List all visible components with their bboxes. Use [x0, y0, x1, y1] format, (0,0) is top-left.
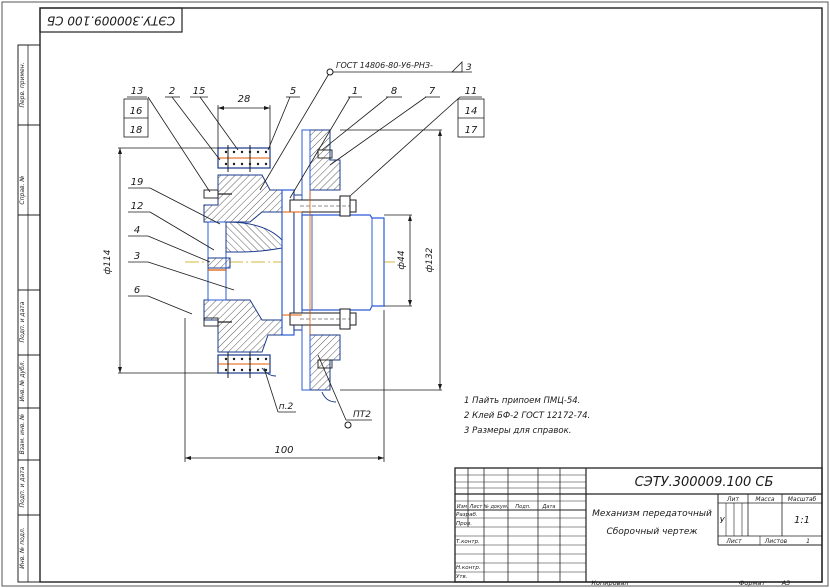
callout-15: 15	[193, 86, 206, 97]
title-name-line2: Сборочный чертеж	[606, 527, 698, 537]
dim-114: ф114	[103, 249, 113, 274]
title-row-razrab: Разраб.	[456, 512, 478, 518]
pt2-leader-dot	[344, 421, 352, 429]
gost-note: ГОСТ 14806-80-У6-РНЗ-	[336, 61, 433, 70]
side-label-perv: Перв. примен.	[19, 62, 26, 107]
callout-3: 3	[134, 251, 140, 262]
note-3: 3 Размеры для справок.	[464, 426, 571, 436]
callout-14: 14	[465, 106, 478, 117]
side-strip: Перв. примен. Справ. № Подп. и дата Инв.…	[17, 44, 41, 583]
title-col-doc: № докум.	[483, 504, 509, 510]
dim-100: 100	[274, 445, 293, 456]
title-row-nkontr: Н.контр.	[456, 565, 481, 571]
callout-p2: п.2	[279, 402, 294, 412]
callout-8: 8	[391, 86, 397, 97]
title-lit-value: У	[720, 516, 726, 525]
side-label-inv-dubl: Инв. № дубл.	[19, 360, 26, 401]
title-col-sign: Подп.	[515, 504, 530, 510]
title-sheets-value: 1	[806, 538, 810, 545]
callout-17: 17	[465, 125, 478, 136]
title-block	[454, 467, 823, 583]
callout-12: 12	[131, 201, 144, 212]
note-1: 1 Пайть припоем ПМЦ-54.	[464, 396, 580, 406]
title-scale-value: 1:1	[794, 515, 810, 526]
title-doc-number: СЭТУ.300009.100 СБ	[635, 475, 774, 490]
callout-2: 2	[169, 86, 175, 97]
callout-6: 6	[134, 285, 140, 296]
leader-lines	[123, 71, 485, 421]
title-sheet-label: Лист	[725, 538, 742, 545]
side-label-inv-podl: Инв. № подл.	[19, 527, 26, 568]
note-2: 2 Клей БФ-2 ГОСТ 12172-74.	[464, 411, 590, 421]
title-sheets-label: Листов	[764, 538, 788, 545]
dimensions	[118, 105, 442, 462]
callout-5: 5	[290, 86, 296, 97]
title-row-tkontr: Т.контр.	[456, 539, 480, 545]
dim-132: ф132	[425, 247, 435, 272]
side-label-sprav: Справ. №	[19, 175, 26, 204]
callout-18: 18	[130, 125, 143, 136]
dim-28: 28	[238, 94, 251, 105]
footer-format-label: Формат	[739, 579, 766, 587]
title-col-list: Лист	[469, 504, 484, 510]
side-label-vzam: Взам. инв. №	[19, 414, 26, 455]
title-name-line1: Механизм передаточный	[592, 509, 712, 519]
dim-44: ф44	[397, 250, 407, 269]
side-label-podp2: Подп. и дата	[19, 466, 26, 507]
dimension-arrows	[118, 106, 442, 460]
callout-7: 7	[429, 86, 436, 97]
title-row-prov: Пров.	[456, 521, 472, 527]
callout-1: 1	[352, 86, 358, 97]
title-hdr-lit: Лит	[726, 496, 739, 503]
gost-leader-dot	[326, 68, 334, 76]
callout-4: 4	[134, 225, 140, 236]
callout-19: 19	[131, 177, 144, 188]
title-col-date: Дата	[542, 504, 556, 510]
footer-format-value: А3	[781, 579, 791, 587]
title-col-izm: Изм	[457, 504, 467, 510]
title-hdr-mass: Масса	[755, 496, 774, 503]
callout-pt2: ПТ2	[353, 410, 371, 420]
rotated-stamp-number: СЭТУ.300009.100 СБ	[47, 14, 175, 28]
gost-weld-symbol	[451, 61, 463, 73]
title-hdr-scale: Масштаб	[788, 496, 817, 503]
callout-16: 16	[130, 106, 143, 117]
assembly-section	[185, 129, 395, 403]
side-label-podp1: Подп. и дата	[19, 301, 26, 342]
callout-13: 13	[131, 86, 144, 97]
callout-11: 11	[465, 86, 478, 97]
gost-suffix: 3	[466, 63, 472, 73]
footer-copied: Копировал	[591, 579, 628, 587]
title-row-utv: Утв.	[456, 574, 468, 580]
rotated-stamp-box	[39, 7, 183, 33]
